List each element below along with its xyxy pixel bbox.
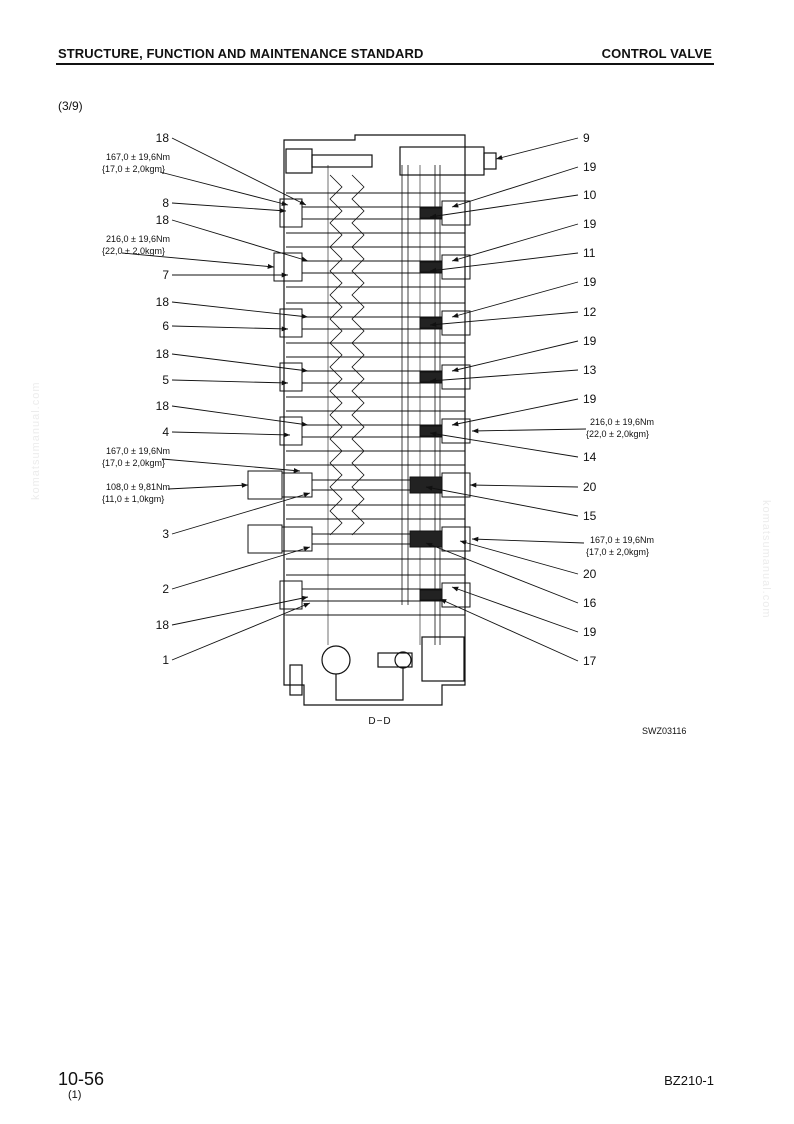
torque-2-kgm: {22,0 ± 2,0kgm} [102, 246, 165, 256]
torque-annotations: 167,0 ± 19,6Nm {17,0 ± 2,0kgm} 216,0 ± 1… [102, 152, 654, 557]
callout-right-12: 15 [583, 509, 597, 523]
callout-right-9: 19 [583, 392, 597, 406]
section-view-label: D−D [368, 716, 391, 727]
drawing-code: SWZ03116 [642, 726, 686, 736]
callout-right-5: 19 [583, 275, 597, 289]
torque-6-kgm: {17,0 ± 2,0kgm} [586, 547, 649, 557]
callout-right-6: 12 [583, 305, 597, 319]
callout-right-7: 19 [583, 334, 597, 348]
right-callouts: 9 19 10 19 11 19 12 19 13 19 14 20 15 20… [583, 131, 597, 668]
callout-right-13: 20 [583, 567, 597, 581]
callout-right-14: 16 [583, 596, 597, 610]
callout-right-16: 17 [583, 654, 597, 668]
callout-left-7: 5 [162, 373, 169, 387]
torque-1-kgm: {17,0 ± 2,0kgm} [102, 164, 165, 174]
header-section: CONTROL VALVE [601, 46, 712, 61]
callout-right-1: 19 [583, 160, 597, 174]
callout-left-13: 1 [162, 653, 169, 667]
callout-left-6: 18 [156, 347, 170, 361]
spool-section-1 [279, 574, 471, 616]
control-valve-drawing: 18 8 18 7 18 6 18 5 18 4 3 2 18 1 9 19 1… [102, 131, 686, 736]
header-rule [56, 63, 714, 65]
callout-left-2: 18 [156, 213, 170, 227]
spool-section-4 [279, 410, 471, 452]
left-callouts: 18 8 18 7 18 6 18 5 18 4 3 2 18 1 [156, 131, 170, 667]
torque-1-nm: 167,0 ± 19,6Nm [106, 152, 170, 162]
callout-right-11: 20 [583, 480, 597, 494]
callout-left-3: 7 [162, 268, 169, 282]
callout-right-15: 19 [583, 625, 597, 639]
page-part-indicator: (3/9) [58, 99, 83, 113]
watermark-right: komatsumanual.com [760, 500, 772, 619]
spool-section-5 [279, 356, 471, 398]
leader-lines [121, 137, 587, 662]
callout-right-8: 13 [583, 363, 597, 377]
watermark-left: komatsumanual.com [30, 381, 42, 501]
callout-right-4: 11 [583, 246, 596, 260]
callout-right-10: 14 [583, 450, 597, 464]
callout-left-0: 18 [156, 131, 170, 145]
torque-4-nm: 108,0 ± 9,81Nm [106, 482, 170, 492]
callout-right-3: 19 [583, 217, 597, 231]
callout-left-5: 6 [162, 319, 169, 333]
callout-right-2: 10 [583, 188, 597, 202]
torque-5-nm: 216,0 ± 19,6Nm [590, 417, 654, 427]
spool-section-8 [279, 192, 471, 234]
torque-5-kgm: {22,0 ± 2,0kgm} [586, 429, 649, 439]
callout-left-8: 18 [156, 399, 170, 413]
spool-sections [247, 192, 471, 616]
spool-section-3 [247, 464, 471, 506]
torque-6-nm: 167,0 ± 19,6Nm [590, 535, 654, 545]
torque-3-kgm: {17,0 ± 2,0kgm} [102, 458, 165, 468]
callout-left-11: 2 [162, 582, 169, 596]
header-title: STRUCTURE, FUNCTION AND MAINTENANCE STAN… [58, 46, 424, 61]
spool-section-2 [247, 518, 471, 560]
callout-left-9: 4 [162, 425, 169, 439]
page-number: 10-56 [58, 1069, 105, 1089]
spool-section-7 [273, 246, 471, 288]
model-number: BZ210-1 [664, 1073, 714, 1088]
callout-left-10: 3 [162, 527, 169, 541]
torque-3-nm: 167,0 ± 19,6Nm [106, 446, 170, 456]
callout-left-12: 18 [156, 618, 170, 632]
torque-4-kgm: {11,0 ± 1,0kgm} [102, 494, 164, 504]
callout-right-0: 9 [583, 131, 590, 145]
callout-left-1: 8 [162, 196, 169, 210]
valve-body [283, 134, 497, 706]
page-revision: (1) [68, 1089, 82, 1101]
torque-2-nm: 216,0 ± 19,6Nm [106, 234, 170, 244]
callout-left-4: 18 [156, 295, 170, 309]
spool-section-6 [279, 302, 471, 344]
